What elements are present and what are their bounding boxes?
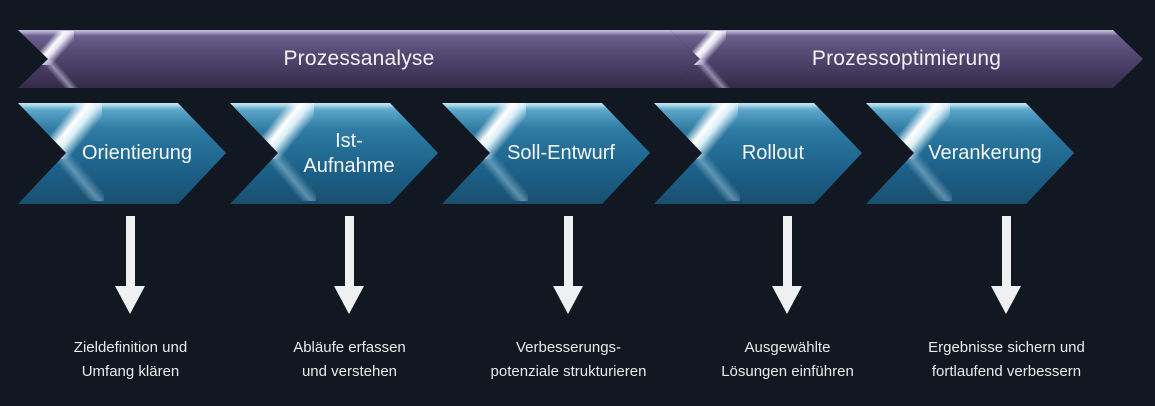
step-chevron-label: Ist- Aufnahme	[303, 129, 395, 177]
phase-banner-prozessanalyse[interactable]: Prozessanalyse	[18, 30, 700, 88]
step-chevron-soll-entwurf[interactable]: Soll-Entwurf	[442, 103, 650, 204]
step-chevron-gloss-rim	[18, 103, 226, 108]
arrow-shaft	[126, 216, 135, 288]
phase-banner-label: Prozessanalyse	[283, 47, 435, 70]
step-chevron-row: Orientierung Ist- Aufnahme Soll-Entwurf …	[0, 103, 1155, 204]
down-arrow-icon	[772, 216, 802, 314]
step-chevron-label: Verankerung	[928, 142, 1042, 164]
phase-banner-gloss-rim	[670, 30, 1143, 35]
phase-banner-prozessoptimierung[interactable]: Prozessoptimierung	[670, 30, 1143, 88]
step-chevron-gloss-rim	[230, 103, 438, 108]
step-chevron-label: Rollout	[741, 142, 805, 164]
phase-banner-row: Prozessanalyse Prozessoptimierung	[0, 30, 1155, 88]
step-caption-soll-entwurf: Verbesserungs- potenziale strukturieren	[490, 339, 647, 380]
step-chevron-gloss-rim	[654, 103, 862, 108]
phase-banner-gloss-rim	[18, 30, 700, 35]
step-caption-rollout: Ausgewählte Lösungen einführen	[721, 339, 854, 380]
phase-banner-label: Prozessoptimierung	[811, 47, 1002, 70]
step-chevron-orientierung[interactable]: Orientierung	[18, 103, 226, 204]
arrow-head	[553, 286, 583, 314]
step-chevron-label: Soll-Entwurf	[507, 142, 615, 164]
arrow-head	[991, 286, 1021, 314]
step-chevron-ist-aufnahme[interactable]: Ist- Aufnahme	[230, 103, 438, 204]
arrow-shaft	[345, 216, 354, 288]
down-arrow-icon	[334, 216, 364, 314]
arrow-head	[334, 286, 364, 314]
phase-banner-lower-streak-icon	[38, 60, 78, 88]
down-arrow-icon	[991, 216, 1021, 314]
arrow-shaft	[1002, 216, 1011, 288]
arrow-head	[115, 286, 145, 314]
step-chevron-rollout[interactable]: Rollout	[654, 103, 862, 204]
step-caption-orientierung: Zieldefinition und Umfang klären	[73, 339, 188, 380]
arrow-shaft	[564, 216, 573, 288]
down-arrow-icon	[115, 216, 145, 314]
step-chevron-gloss-rim	[442, 103, 650, 108]
arrow-shaft	[783, 216, 792, 288]
down-arrow-icon	[553, 216, 583, 314]
step-chevron-label: Orientierung	[81, 142, 193, 164]
arrow-head	[772, 286, 802, 314]
step-chevron-verankerung[interactable]: Verankerung	[866, 103, 1074, 204]
step-caption-ist-aufnahme: Abläufe erfassen und verstehen	[293, 339, 406, 380]
step-caption-verankerung: Ergebnisse sichern und fortlaufend verbe…	[928, 339, 1085, 380]
phase-banner-highlight-streak-icon	[32, 31, 74, 65]
step-chevron-gloss-rim	[866, 103, 1074, 108]
phase-banner-lower-streak-icon	[690, 60, 730, 88]
